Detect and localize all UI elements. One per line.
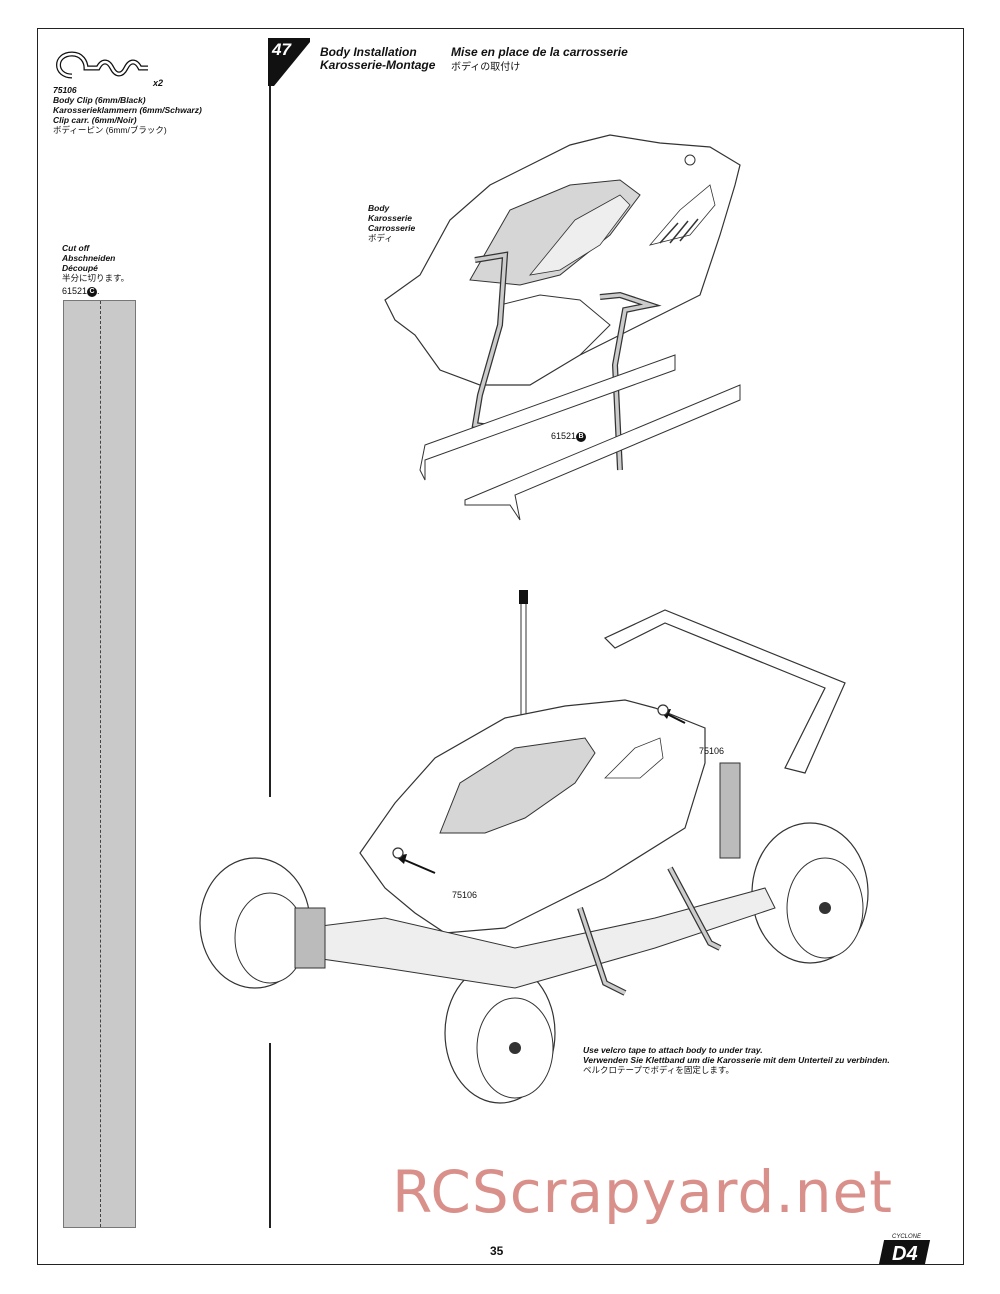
part-name-en: Body Clip (6mm/Black): [53, 95, 146, 105]
page-number: 35: [490, 1244, 504, 1258]
part-quantity: x2: [153, 78, 164, 88]
tape-part-number: 61521: [62, 286, 88, 296]
part-name-de: Karosserieklammern (6mm/Schwarz): [53, 105, 202, 115]
part-name-jp: ボディーピン (6mm/ブラック): [53, 125, 167, 135]
body-shell-illustration: [384, 134, 741, 521]
body-label: Body Karosserie Carrosserie ボディ: [368, 203, 415, 243]
step-title-jp: ボディの取付け: [451, 62, 521, 73]
step-title-fr: Mise en place de la carrosserie: [451, 45, 628, 59]
step-number-badge: [268, 38, 310, 86]
cut-en: Cut off: [62, 243, 90, 253]
note-jp: ベルクロテープでボディを固定します。: [583, 1065, 735, 1075]
clip-callout-rear: 75106: [699, 746, 725, 756]
divider-line-bottom: [269, 1043, 271, 1228]
part-number: 75106: [53, 85, 77, 95]
velcro-tape-template: [63, 300, 136, 1228]
tape-callout-badge: B: [576, 431, 587, 442]
cut-de: Abschneiden: [62, 253, 116, 263]
step-title-de: Karosserie-Montage: [320, 58, 436, 72]
cyclone-d4-logo: CYCLONE D4: [878, 1231, 942, 1270]
svg-text:CYCLONE: CYCLONE: [892, 1234, 922, 1240]
cut-instructions: Cut off Abschneiden Découpé 半分に切ります。: [62, 243, 129, 283]
body-clip-icon: [56, 51, 148, 79]
body-label-jp: ボディ: [368, 233, 393, 243]
step-number: 47: [272, 40, 291, 59]
note-de: Verwenden Sie Klettband um die Karosseri…: [583, 1055, 890, 1065]
page-frame: [37, 28, 964, 1265]
note-en: Use velcro tape to attach body to under …: [583, 1045, 763, 1055]
body-label-en: Body: [368, 203, 390, 213]
clip-callout-front: 75106: [452, 890, 478, 900]
body-label-de: Karosserie: [368, 213, 412, 223]
velcro-note: Use velcro tape to attach body to under …: [583, 1045, 890, 1075]
part-info: 75106 Body Clip (6mm/Black) Karosseriekl…: [53, 85, 202, 135]
cut-jp: 半分に切ります。: [62, 273, 130, 283]
cut-line: [100, 301, 101, 1227]
watermark: RCScrapyard.net: [392, 1158, 893, 1226]
divider-line-top: [269, 82, 271, 797]
buggy-illustration: [199, 590, 869, 1104]
tape-callout-number: 61521: [551, 431, 577, 441]
cut-fr: Découpé: [62, 263, 98, 273]
part-name-fr: Clip carr. (6mm/Noir): [53, 115, 137, 125]
step-title-en: Body Installation: [320, 45, 417, 59]
tape-mark-badge: C: [87, 286, 98, 297]
body-label-fr: Carrosserie: [368, 223, 416, 233]
svg-text:D4: D4: [892, 1243, 918, 1265]
